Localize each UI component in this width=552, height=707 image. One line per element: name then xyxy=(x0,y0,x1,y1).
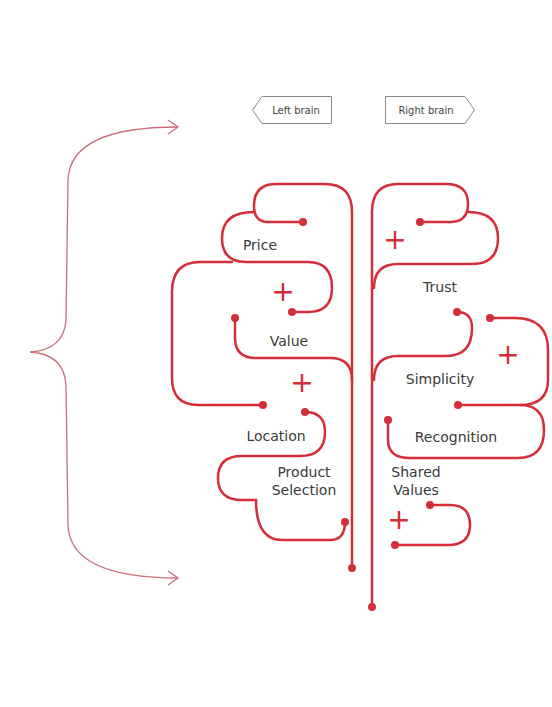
brain-label: Shared Values xyxy=(381,463,451,499)
brain-label: Simplicity xyxy=(390,370,490,388)
brain-dots xyxy=(231,218,494,611)
arrow-label: Right brain xyxy=(385,96,475,124)
brain-label: Product Selection xyxy=(262,463,347,499)
arrow-box: Right brain xyxy=(385,96,475,124)
plus-sign: + xyxy=(496,341,520,369)
arrow-box: Left brain xyxy=(252,96,332,124)
brain-outline xyxy=(172,184,548,607)
plus-sign: + xyxy=(387,506,411,534)
brain-label: Recognition xyxy=(401,428,511,446)
brain-label: Price xyxy=(220,236,300,254)
brain-label: Trust xyxy=(400,278,480,296)
curly-bracket xyxy=(30,120,178,585)
plus-sign: + xyxy=(290,369,314,397)
plus-sign: + xyxy=(271,278,295,306)
brain-label: Value xyxy=(249,332,329,350)
brain-label: Location xyxy=(231,427,321,445)
plus-sign: + xyxy=(383,226,407,254)
arrow-label: Left brain xyxy=(252,96,332,124)
